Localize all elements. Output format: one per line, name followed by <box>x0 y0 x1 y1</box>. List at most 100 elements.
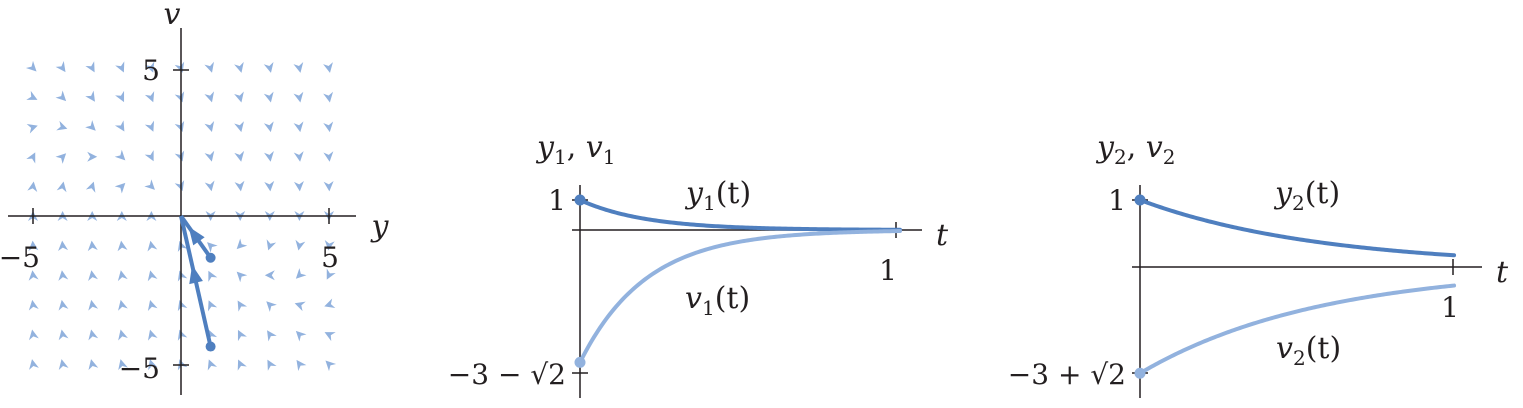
label-y2-arg: (t) <box>1305 176 1340 211</box>
label-v2-arg: (t) <box>1306 331 1341 366</box>
field-arrow <box>115 90 125 103</box>
panel3-series-label-v2: v2(t) <box>1276 331 1341 370</box>
panel3-ttick-1: 1 <box>1441 291 1459 324</box>
v-axis-label: v <box>164 0 181 32</box>
panel2-t-label: t <box>936 218 949 253</box>
solution-1-panel: 1 −3 − √2 1 t y1, v1 y1(t) v1(t) <box>448 130 949 398</box>
y-axis-label: y <box>370 209 390 244</box>
field-arrow <box>326 268 336 280</box>
label-y2-base: y <box>1273 176 1293 211</box>
panel2-initial-point-v1 <box>574 356 586 368</box>
field-arrow <box>264 151 274 162</box>
field-arrow <box>323 151 334 162</box>
panel2-axis-title-y: y <box>535 130 555 165</box>
field-arrow <box>236 238 248 250</box>
field-arrow <box>114 120 125 132</box>
field-arrow <box>118 359 128 371</box>
field-arrow <box>293 62 304 73</box>
label-y2-sub: 2 <box>1292 191 1305 215</box>
field-arrow <box>28 299 39 311</box>
field-arrow <box>323 181 334 192</box>
field-arrow <box>148 359 158 371</box>
panel3-t-label: t <box>1496 255 1509 290</box>
y-tick-label-pos: 5 <box>142 54 160 87</box>
field-arrow <box>58 329 69 341</box>
field-arrow <box>85 61 95 73</box>
field-arrow <box>144 91 155 103</box>
field-arrow <box>174 180 185 192</box>
field-arrow <box>237 329 247 342</box>
field-arrow <box>266 239 277 251</box>
field-arrow <box>234 121 244 133</box>
field-arrow <box>144 120 155 132</box>
field-arrow <box>88 329 99 341</box>
panel3-series-v2 <box>1138 283 1457 376</box>
field-arrow <box>323 91 334 103</box>
panel3-initial-point-y2 <box>1134 194 1146 206</box>
panel3-series-y2 <box>1138 198 1457 258</box>
field-arrow <box>293 91 304 103</box>
field-arrow <box>114 149 126 161</box>
trajectory-start-point-2 <box>205 341 216 352</box>
field-arrow <box>208 270 218 282</box>
field-arrow <box>87 151 98 162</box>
trajectory-arrowhead-1 <box>188 226 205 246</box>
field-arrow <box>234 61 244 73</box>
field-arrow <box>88 270 98 281</box>
field-arrow <box>293 121 304 133</box>
field-arrow <box>28 270 39 281</box>
field-arrow <box>85 120 96 131</box>
field-arrow <box>204 150 215 162</box>
panel2-initial-point-y1 <box>574 194 586 206</box>
field-arrow <box>177 240 188 252</box>
field-arrow <box>293 180 304 192</box>
x-tick-label-pos: 5 <box>321 241 339 274</box>
field-arrow <box>58 359 69 370</box>
field-arrow <box>144 179 155 190</box>
field-arrow <box>25 60 37 72</box>
field-arrow <box>56 181 67 193</box>
panel3-axis-title-sep: , <box>1127 130 1146 165</box>
field-arrow <box>117 240 128 252</box>
field-arrow <box>323 62 333 73</box>
field-arrow <box>174 150 185 162</box>
field-arrow <box>147 329 158 341</box>
field-arrow <box>295 268 307 279</box>
field-arrow <box>237 300 248 312</box>
field-arrow <box>207 329 218 341</box>
field-arrow <box>58 299 69 311</box>
panel2-ttick-1: 1 <box>879 254 897 287</box>
panel2-axis-title-vsub: 1 <box>603 145 616 169</box>
field-arrow <box>55 90 67 102</box>
panel2-series-v1 <box>578 229 902 365</box>
panel2-axis-title-ysub: 1 <box>554 145 567 169</box>
field-arrow <box>29 359 39 370</box>
solution-trajectories <box>179 214 216 352</box>
trajectory-start-point-1 <box>205 252 216 263</box>
field-arrow <box>88 299 99 311</box>
panel2-axis-title-v: v <box>586 130 603 165</box>
field-arrow <box>147 299 158 311</box>
field-arrow <box>323 121 334 133</box>
field-arrow <box>174 91 185 103</box>
field-arrow <box>204 180 215 192</box>
panel2-series-label-v1: v1(t) <box>685 281 750 320</box>
field-arrow <box>28 329 39 341</box>
field-arrow <box>263 121 274 133</box>
field-arrow <box>204 121 215 133</box>
panel3-series-label-y2: y2(t) <box>1273 176 1340 215</box>
panel3-initial-point-v2 <box>1134 367 1146 379</box>
field-arrow <box>117 270 128 282</box>
panel3-axis-title: y2, v2 <box>1095 130 1175 169</box>
field-arrow <box>55 61 66 73</box>
field-arrow <box>237 359 247 371</box>
solution-2-panel: 1 −3 + √2 1 t y2, v2 y2(t) v2(t) <box>1008 130 1509 398</box>
panel2-series-label-y1: y1(t) <box>684 176 751 215</box>
field-arrow <box>295 239 306 251</box>
field-arrow <box>267 359 277 371</box>
field-arrow <box>55 153 67 164</box>
field-arrow <box>26 90 38 100</box>
label-y1-arg: (t) <box>716 176 751 211</box>
label-v1-base: v <box>685 281 702 316</box>
